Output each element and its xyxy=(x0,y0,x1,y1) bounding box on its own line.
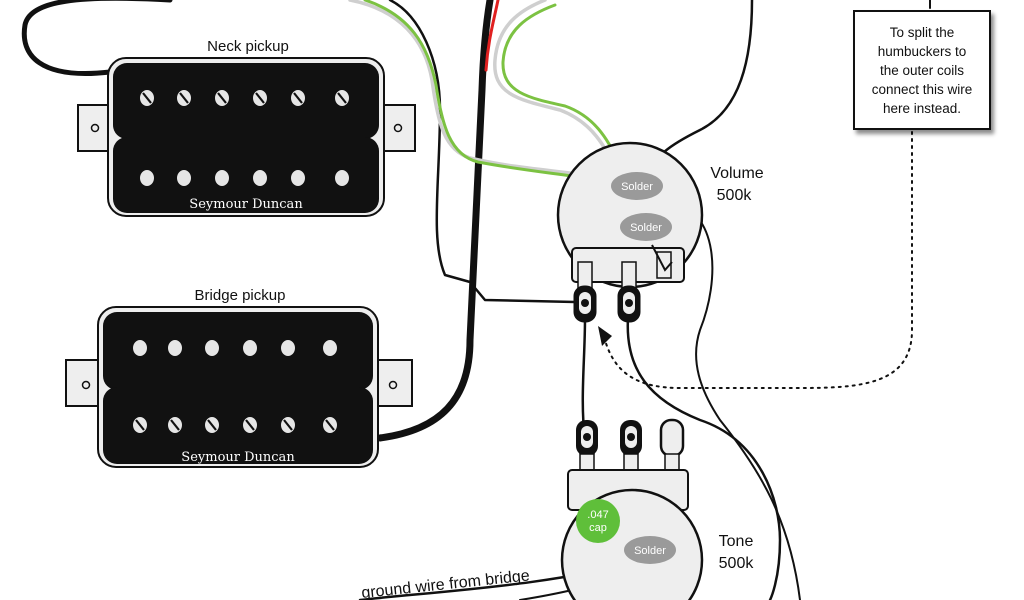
tone-lug-right xyxy=(659,418,685,458)
bridge-coil-top xyxy=(103,312,373,390)
tone-capacitor-label-2: cap xyxy=(589,522,607,534)
bridge-pole-pieces-bottom xyxy=(133,417,337,433)
coil-split-arrow-icon xyxy=(598,326,612,346)
pole-piece-slot xyxy=(207,419,217,431)
tone-value: 500k xyxy=(719,555,755,572)
volume-lug-bar-right xyxy=(656,251,672,279)
volume-solder-2-label: Solder xyxy=(630,222,662,234)
pole-piece xyxy=(335,170,349,186)
neck-mount-screw-right xyxy=(393,123,403,133)
coil-split-note-text: To split the humbuckers to the outer coi… xyxy=(871,24,973,116)
bridge-mount-screw-right xyxy=(388,380,398,390)
neck-pole-pieces-bottom xyxy=(140,170,349,186)
neck-green-wire xyxy=(363,0,620,186)
pole-piece-slot xyxy=(283,419,293,431)
volume-lug-left-dot xyxy=(581,299,589,307)
volume-solder-2 xyxy=(620,213,672,241)
volume-output-wire xyxy=(626,316,782,600)
tone-pot: .047 cap Solder xyxy=(560,418,704,600)
pole-piece xyxy=(243,340,257,356)
pole-piece xyxy=(253,170,267,186)
pole-piece-slot xyxy=(245,419,255,431)
tone-lug-left-dot xyxy=(583,433,591,441)
neck-black-loop-wire xyxy=(21,0,173,76)
neck-pole-pieces-top xyxy=(140,90,349,106)
pole-piece xyxy=(281,340,295,356)
pole-piece-slot xyxy=(142,92,152,104)
volume-lug-mid-dot xyxy=(625,299,633,307)
tone-solder-label: Solder xyxy=(634,545,666,557)
pole-piece xyxy=(168,340,182,356)
neck-coil-bottom xyxy=(113,137,379,213)
volume-title: Volume xyxy=(710,165,763,182)
neck-pickup: Seymour Duncan xyxy=(77,57,416,217)
volume-solder-1-label: Solder xyxy=(621,181,653,193)
ground-wire-label: ground wire from bridge xyxy=(361,567,531,600)
tone-title: Tone xyxy=(719,533,754,550)
pole-piece-slot xyxy=(217,92,227,104)
neck-white-wire xyxy=(348,0,620,182)
neck-mount-screw-left xyxy=(90,123,100,133)
tone-capacitor xyxy=(576,499,620,543)
volume-solder-1 xyxy=(611,172,663,200)
tone-capacitor-label-1: .047 xyxy=(587,509,608,521)
bridge-shield-cable xyxy=(376,0,494,442)
pole-piece-slot xyxy=(135,419,145,431)
bridge-red-wire xyxy=(484,0,500,72)
bridge-pole-pieces-top xyxy=(133,340,337,356)
volume-lug-bar-mid xyxy=(621,261,637,289)
bridge-brand-label: Seymour Duncan xyxy=(181,450,295,465)
volume-value: 500k xyxy=(717,187,753,204)
bridge-pickup: Seymour Duncan xyxy=(65,306,413,468)
bridge-coil-bottom xyxy=(103,387,373,464)
bridge-green-wire xyxy=(501,3,627,178)
coil-split-note: To split the humbuckers to the outer coi… xyxy=(853,10,991,130)
pole-piece-slot xyxy=(170,419,180,431)
pole-piece-slot xyxy=(325,419,335,431)
pole-piece xyxy=(140,170,154,186)
pole-piece xyxy=(205,340,219,356)
pole-piece xyxy=(177,170,191,186)
pole-piece-slot xyxy=(293,92,303,104)
bridge-pickup-label: Bridge pickup xyxy=(195,287,286,304)
bridge-mount-screw-left xyxy=(81,380,91,390)
neck-coil-top xyxy=(113,63,379,139)
pole-piece xyxy=(291,170,305,186)
pole-piece xyxy=(323,340,337,356)
pole-piece-slot xyxy=(255,92,265,104)
volume-lug-bar-left xyxy=(577,261,593,289)
neck-brand-label: Seymour Duncan xyxy=(189,197,303,212)
pole-piece xyxy=(215,170,229,186)
tone-lug-mid-dot xyxy=(627,433,635,441)
pole-piece-slot xyxy=(337,92,347,104)
volume-ground-wire xyxy=(667,199,801,600)
volume-pot: Solder Solder xyxy=(556,141,704,323)
bridge-white-wire xyxy=(493,0,622,180)
pole-piece-slot xyxy=(179,92,189,104)
tone-solder xyxy=(624,536,676,564)
coil-split-dotted-wire xyxy=(604,131,913,389)
pole-piece xyxy=(133,340,147,356)
neck-pickup-label: Neck pickup xyxy=(207,38,289,55)
volume-ground-lug xyxy=(651,244,673,272)
